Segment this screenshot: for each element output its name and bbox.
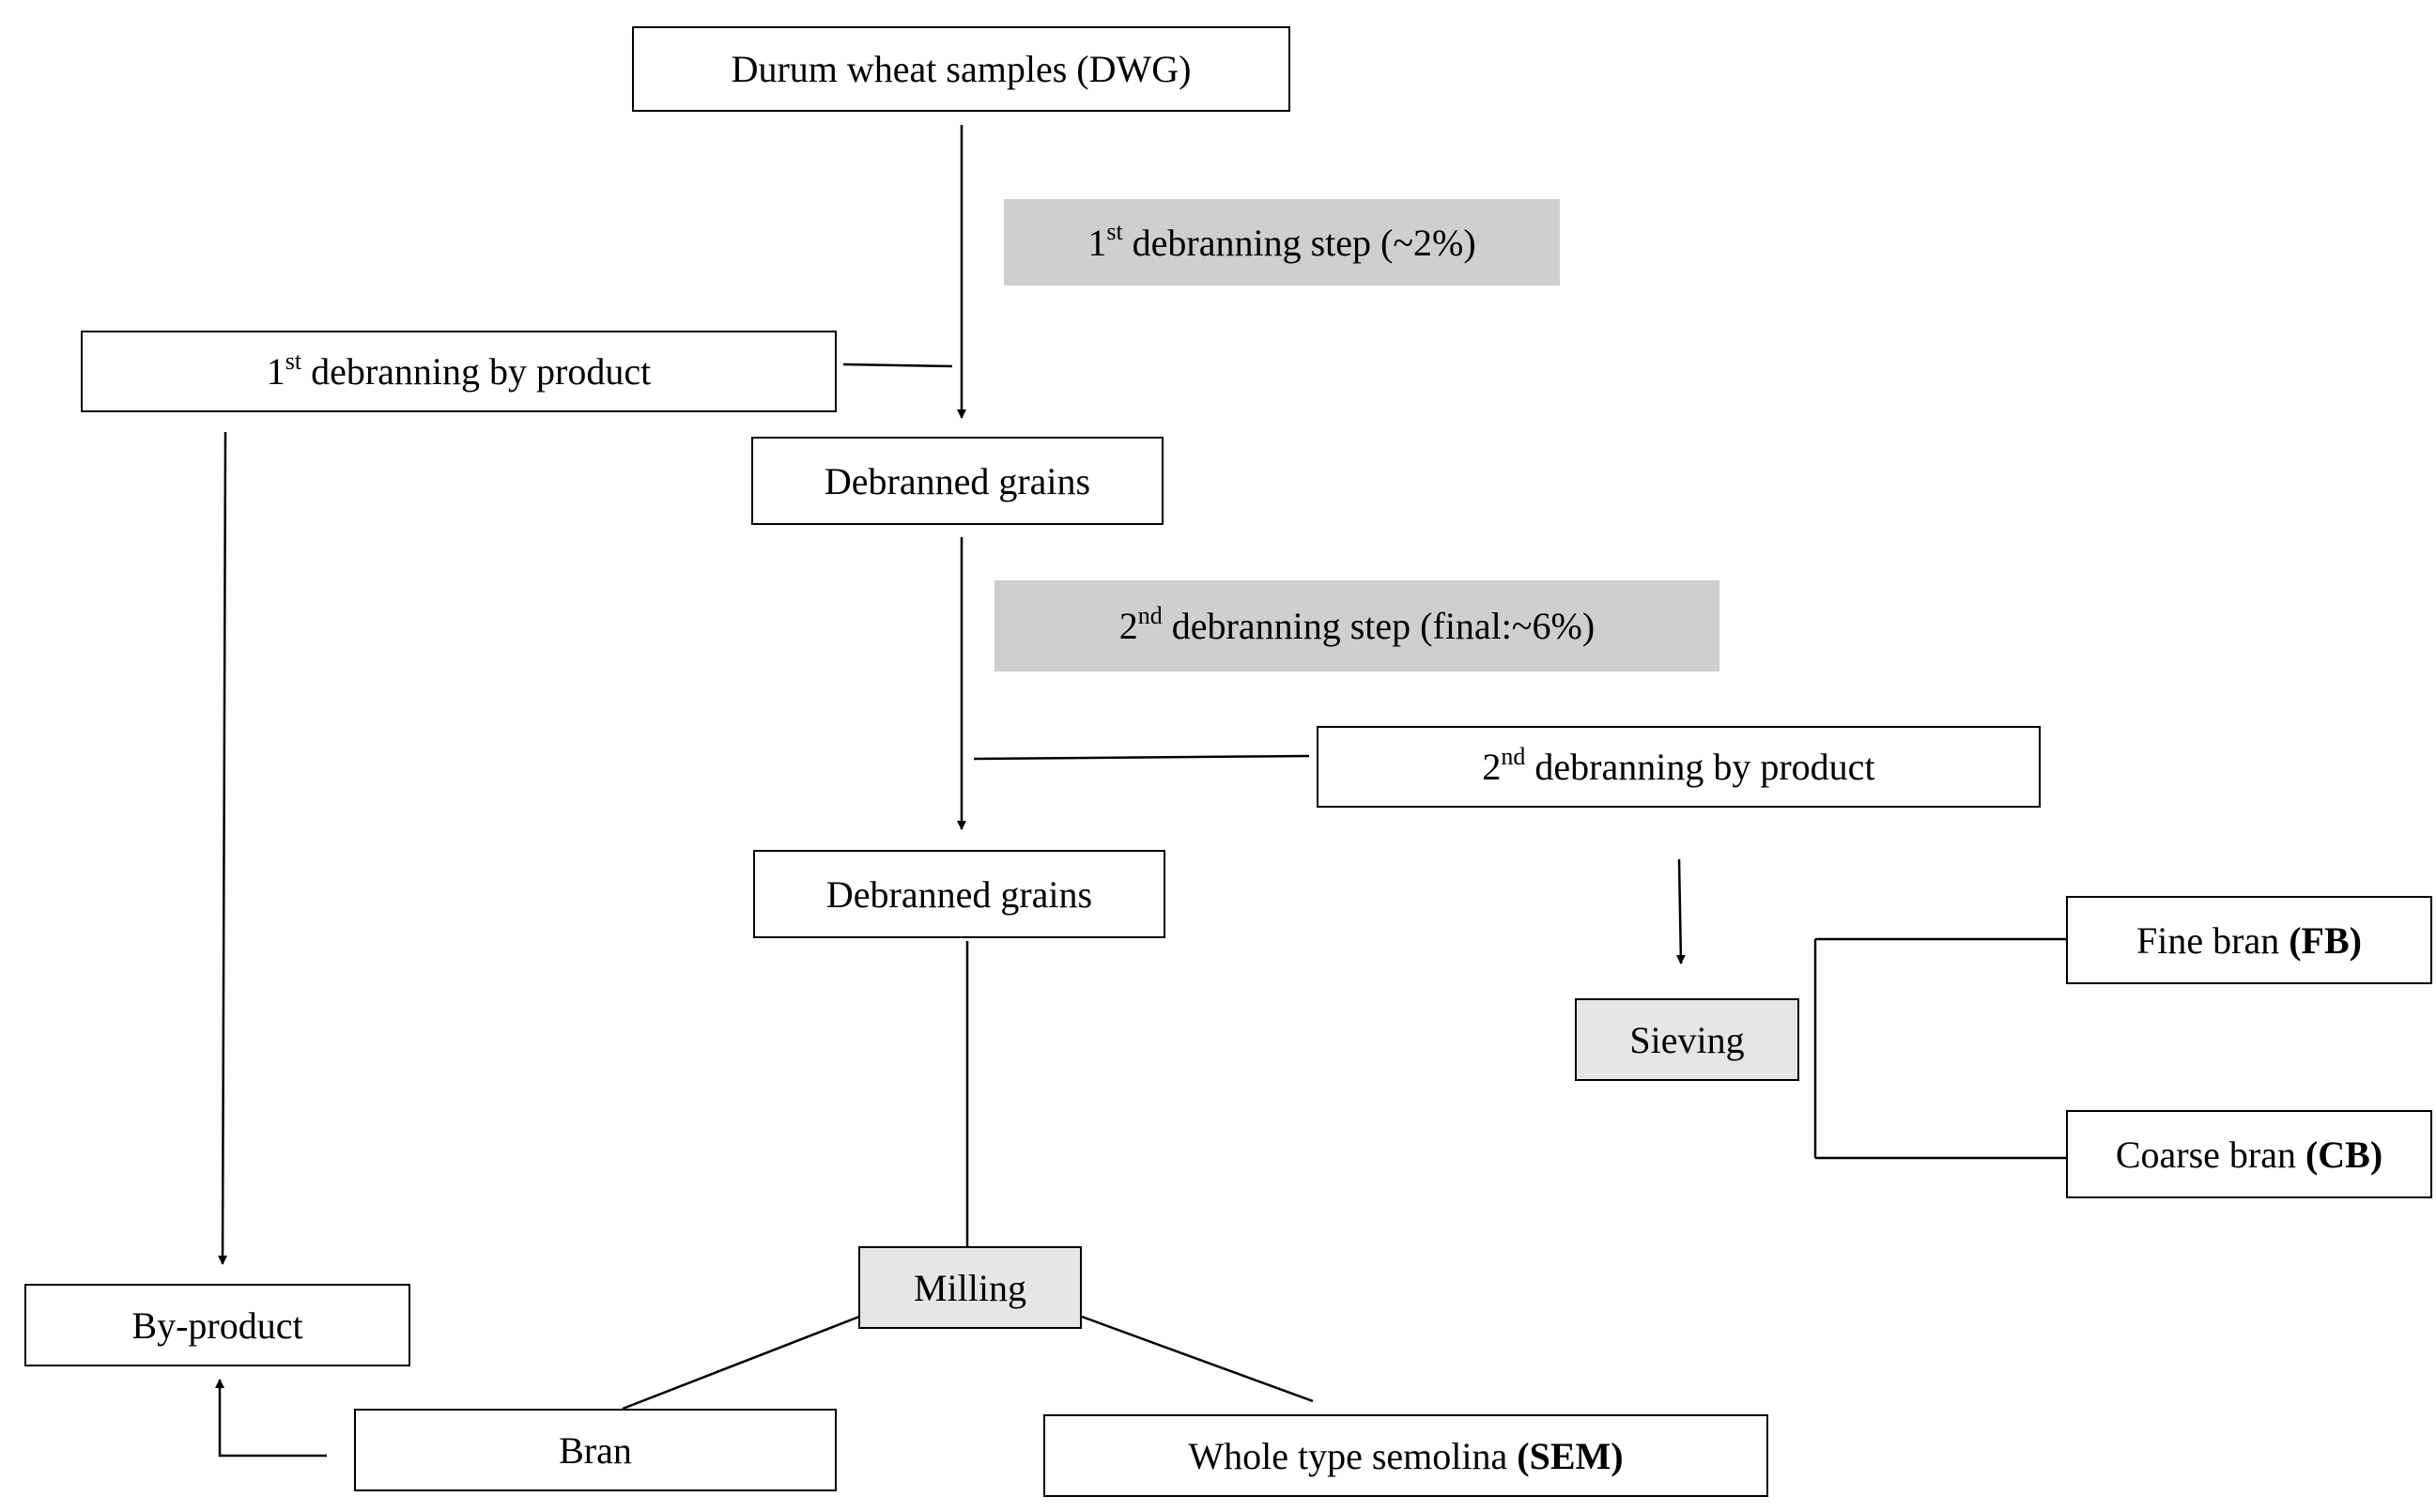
node-label: Fine bran (FB) bbox=[2136, 918, 2362, 962]
arrow-byprod2-to-sieving bbox=[1675, 858, 1686, 964]
arrow-bran-to-byproduct bbox=[215, 1379, 327, 1458]
node-by-product: By-product bbox=[24, 1284, 410, 1366]
node-label: 2nd debranning step (final:~6%) bbox=[1118, 601, 1596, 647]
arrow-byprod1-to-byproduct bbox=[218, 431, 228, 1265]
node-first-debranning-step: 1st debranning step (~2%) bbox=[1004, 199, 1560, 285]
node-whole-type-semolina: Whole type semolina (SEM) bbox=[1043, 1414, 1768, 1497]
node-label: 2nd debranning by product bbox=[1482, 742, 1875, 788]
line-byprod2-link bbox=[973, 754, 1310, 761]
node-label: Coarse bran (CB) bbox=[2115, 1133, 2383, 1176]
node-milling: Milling bbox=[858, 1246, 1082, 1329]
node-label: By-product bbox=[131, 1304, 303, 1347]
node-label: Whole type semolina (SEM) bbox=[1188, 1434, 1624, 1477]
node-bran: Bran bbox=[354, 1409, 837, 1491]
node-label: 1st debranning step (~2%) bbox=[1087, 218, 1476, 264]
node-debranned-grains-1: Debranned grains bbox=[751, 437, 1164, 525]
node-label: Debranned grains bbox=[825, 872, 1093, 916]
line-milling-to-bran bbox=[622, 1315, 860, 1411]
node-second-debranning-by-product: 2nd debranning by product bbox=[1317, 726, 2041, 808]
node-durum-wheat-samples: Durum wheat samples (DWG) bbox=[632, 26, 1290, 112]
node-label: Bran bbox=[559, 1428, 632, 1472]
node-label: Sieving bbox=[1629, 1018, 1745, 1061]
line-milling-to-semolina bbox=[1081, 1315, 1314, 1403]
node-label: Durum wheat samples (DWG) bbox=[731, 48, 1192, 90]
node-first-debranning-by-product: 1st debranning by product bbox=[81, 331, 837, 412]
node-label: Milling bbox=[913, 1266, 1027, 1309]
node-second-debranning-step: 2nd debranning step (final:~6%) bbox=[994, 580, 1719, 671]
node-sieving: Sieving bbox=[1575, 998, 1799, 1081]
node-debranned-grains-2: Debranned grains bbox=[753, 850, 1165, 938]
node-label: 1st debranning by product bbox=[266, 347, 652, 393]
node-coarse-bran: Coarse bran (CB) bbox=[2066, 1110, 2432, 1198]
node-label: Debranned grains bbox=[824, 459, 1091, 502]
line-byprod1-link bbox=[842, 363, 953, 368]
node-fine-bran: Fine bran (FB) bbox=[2066, 896, 2432, 984]
